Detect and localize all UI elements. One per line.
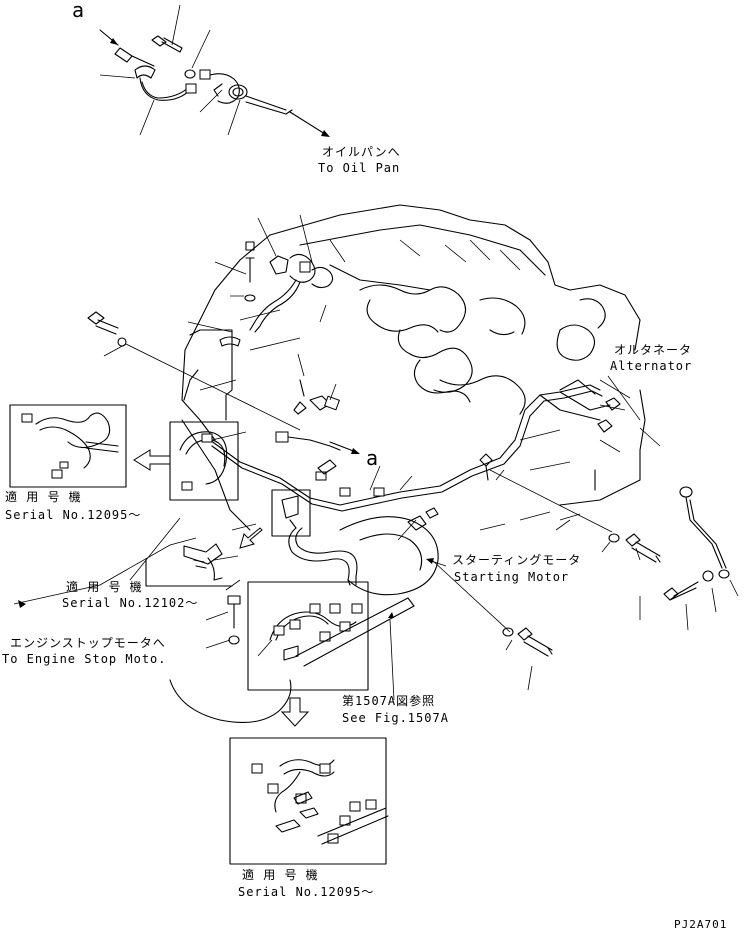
- applicable-left-en: Serial No.12095～: [5, 508, 142, 522]
- oil-pan-sensor-detail: [99, 4, 330, 137]
- oil-pan-label-jp: オイルパンへ: [322, 145, 401, 159]
- ref-a-label: a: [72, 0, 86, 22]
- starting-motor-label-jp: スターティングモータ: [452, 553, 582, 567]
- engine-stop-label-en: To Engine Stop Moto.: [2, 652, 167, 666]
- starting-motor-label-en: Starting Motor: [454, 570, 570, 584]
- detail-mid: [145, 543, 233, 587]
- applicable-mid-en: Serial No.12102～: [62, 596, 199, 610]
- engine-block: [181, 204, 646, 531]
- applicable-bottom-en: Serial No.12095～: [238, 885, 375, 899]
- oil-pan-label-en: To Oil Pan: [318, 161, 401, 175]
- see-fig-label-en: See Fig.1507A: [342, 711, 449, 725]
- detail-box-left: [9, 404, 127, 488]
- detail-box-bottom: [229, 737, 389, 865]
- drawing-code: PJ2A701: [674, 918, 728, 931]
- engine-stop-label-jp: エンジンストップモータへ: [10, 636, 166, 650]
- main-harness: [13, 214, 739, 727]
- alternator-label-en: Alternator: [610, 359, 693, 373]
- applicable-mid-jp: 適 用 号 機: [66, 580, 143, 594]
- see-fig-label-jp: 第1507A図参照: [342, 694, 436, 708]
- applicable-bottom-jp: 適 用 号 機: [242, 868, 319, 882]
- applicable-left-jp: 適 用 号 機: [5, 490, 82, 504]
- alternator-label-jp: オルタネータ: [614, 343, 693, 357]
- ref-a-mid-label: a: [366, 446, 380, 470]
